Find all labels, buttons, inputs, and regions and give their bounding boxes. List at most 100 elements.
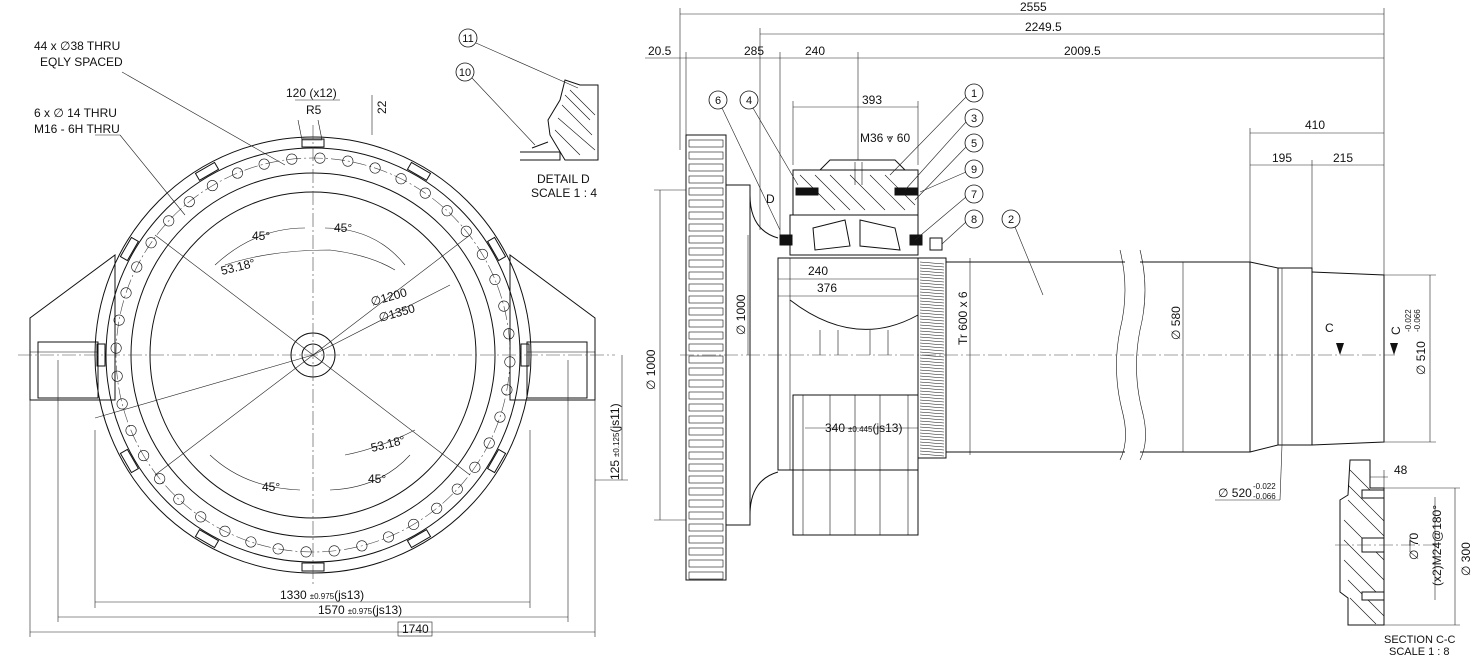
rim-notch (119, 448, 140, 474)
gear-tooth (688, 331, 724, 340)
bolt-hole (408, 518, 420, 530)
dim-2555: 2555 (1020, 0, 1047, 14)
bolt-hole (498, 300, 510, 312)
bolt-hole (258, 158, 270, 170)
dim-340-label: 340±0.445(js13) (825, 421, 902, 435)
bolt-hole (451, 483, 463, 495)
detail-d-scale: SCALE 1 : 4 (531, 186, 597, 200)
bolt-hole (476, 248, 488, 260)
dim-215: 215 (1333, 151, 1353, 165)
dia-510-tol-upper: -0.022 (1404, 309, 1413, 332)
gear-tooth (688, 523, 724, 532)
ref-dim-box (397, 621, 433, 637)
gear-tooth (688, 211, 724, 220)
bolt-hole (286, 153, 298, 165)
height-125-label: 125±0.125(js11) (608, 403, 622, 480)
balloon-2 (1001, 209, 1021, 229)
detail-balloon-11-text: 11 (462, 33, 473, 45)
balloon-8 (964, 209, 984, 229)
balloon-3-text: 3 (971, 113, 977, 125)
angle-label-1: 45° (252, 229, 270, 243)
section-c-marker-left: C (1325, 321, 1334, 335)
gear-tooth (688, 535, 724, 544)
bolt-hole (419, 187, 431, 199)
gear-tooth (688, 319, 724, 328)
gear-tooth (688, 259, 724, 268)
left-bracket (29, 254, 116, 401)
bolt-hole (120, 287, 132, 299)
gear-tooth (688, 391, 724, 400)
rim-notch (406, 161, 432, 182)
gear-tooth (688, 367, 724, 376)
balloon-4-text: 4 (746, 95, 752, 107)
detail-balloon-10-text: 10 (459, 67, 471, 79)
gear-tooth (688, 271, 724, 280)
gear-tooth (688, 487, 724, 496)
bolt-hole (163, 215, 175, 227)
dim-410: 410 (1305, 118, 1325, 132)
detail-balloon-10 (455, 62, 475, 82)
gear-tooth (688, 187, 724, 196)
angle-53-bottom: 53.18° (369, 433, 406, 455)
bolt-hole (431, 502, 443, 514)
bolt-hole (314, 152, 326, 164)
balloon-1-text: 1 (971, 88, 977, 100)
detail-balloon-11 (458, 28, 478, 48)
gear-tooth (688, 379, 724, 388)
bolt-hole (460, 225, 472, 237)
gear-body (685, 134, 727, 581)
gear-tooth (688, 199, 724, 208)
bolt-hole (219, 525, 231, 537)
dia-510-label: ∅ 510 (1414, 341, 1428, 375)
bolt-hole (489, 273, 501, 285)
gear-tooth (688, 151, 724, 160)
thread-tr-label: Tr 600 x 6 (956, 291, 970, 345)
dia-520-tol-lower: -0.066 (1253, 492, 1276, 501)
gear-tooth (688, 511, 724, 520)
bolt-hole (116, 398, 128, 410)
rim-notch (194, 528, 220, 549)
balloon-6-text: 6 (715, 95, 721, 107)
right-bracket-lug (526, 341, 588, 399)
gear-tooth (688, 223, 724, 232)
threaded-section (917, 257, 947, 459)
bolt-hole (342, 155, 354, 167)
right-bracket (509, 254, 596, 401)
balloon-9 (964, 159, 984, 179)
dim-20-5: 20.5 (648, 44, 672, 58)
gear-tooth (688, 403, 724, 412)
bearing-assembly (789, 214, 919, 256)
bolt-hole (503, 328, 515, 340)
dim-195: 195 (1272, 151, 1292, 165)
thread-hatch (919, 261, 945, 457)
gear-tooth (688, 247, 724, 256)
balloon-3 (964, 108, 984, 128)
notch-width-label: 120 (x12) (286, 86, 337, 100)
angle-label-3: 45° (262, 480, 280, 494)
dim-285: 285 (744, 44, 764, 58)
balloon-1 (964, 83, 984, 103)
bolt-hole (441, 205, 453, 217)
gear-tooth (688, 427, 724, 436)
balloon-8-text: 8 (971, 214, 977, 226)
width-1740-label: 1740 (402, 622, 429, 636)
bolt-hole (300, 546, 312, 558)
angle-53-top: 53.18° (219, 256, 256, 278)
bolt-hole (131, 261, 143, 273)
thread-callout: M36 ⩔ 60 (860, 131, 910, 145)
gear-tooth (688, 415, 724, 424)
rim-notch (194, 161, 220, 182)
dia-520-tol-upper: -0.022 (1253, 482, 1276, 491)
balloon-2-text: 2 (1008, 214, 1014, 226)
gear-tooth (688, 235, 724, 244)
bearing-housing-bottom (792, 394, 919, 536)
bolt-hole (154, 473, 166, 485)
gear-tooth (688, 355, 724, 364)
bolt-hole (356, 540, 368, 552)
gear-tooth (688, 499, 724, 508)
bolt-hole (494, 411, 506, 423)
bolt-hole (110, 342, 122, 354)
section-cc-scale: SCALE 1 : 8 (1389, 646, 1450, 658)
bolt-hole (272, 543, 284, 555)
